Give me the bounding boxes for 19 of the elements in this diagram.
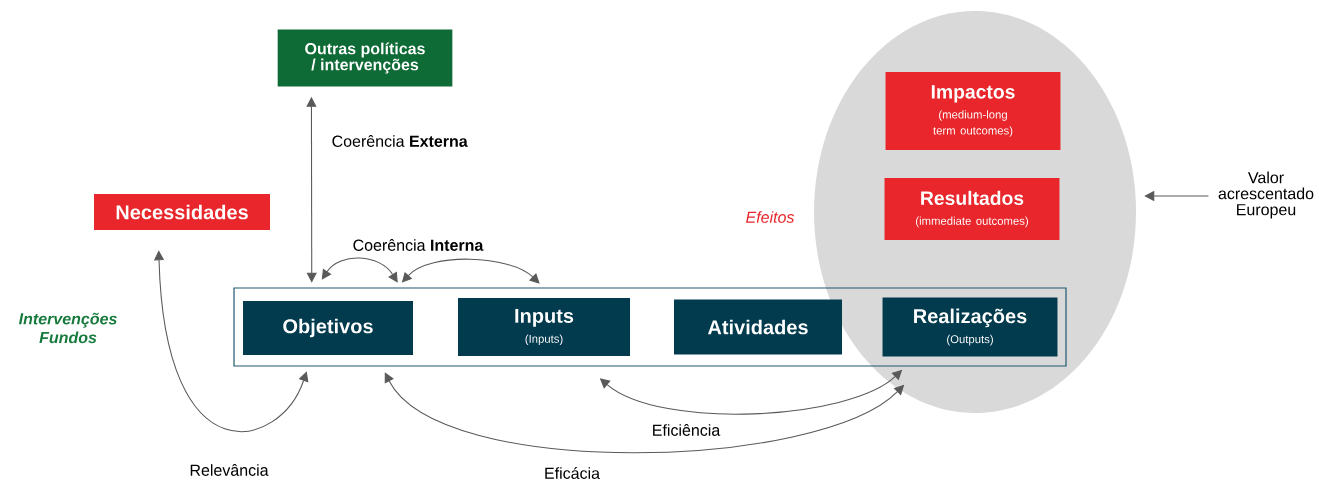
edge-label: Relevância [188, 462, 270, 478]
policy-box: Outras políticas / intervenções [277, 29, 453, 87]
stage-box: Objetivos [243, 301, 413, 355]
outcome-box: Impactos (medium-long term outcomes) [885, 72, 1061, 150]
side-label: Intervenções Fundos [18, 312, 117, 344]
edge-label: Coerência Externa [330, 133, 470, 149]
curved-arrow [321, 257, 398, 283]
curved-arrow [153, 250, 309, 433]
stage-box: Atividades [674, 299, 842, 355]
text-label: Valor acrescentado Europeu [1218, 171, 1314, 219]
stage-box: Inputs (Inputs) [458, 298, 630, 356]
edge-label: Eficiência [650, 422, 722, 438]
intervention-frame [233, 287, 1067, 367]
side-label: Efeitos [746, 211, 795, 223]
edge-label: Coerência Interna [351, 237, 485, 253]
needs-box: Necessidades [94, 194, 270, 230]
stage-box: Realizações (Outputs) [882, 297, 1058, 357]
edge-label: Eficácia [542, 465, 602, 481]
outcome-box: Resultados (immediate outcomes) [884, 178, 1060, 240]
